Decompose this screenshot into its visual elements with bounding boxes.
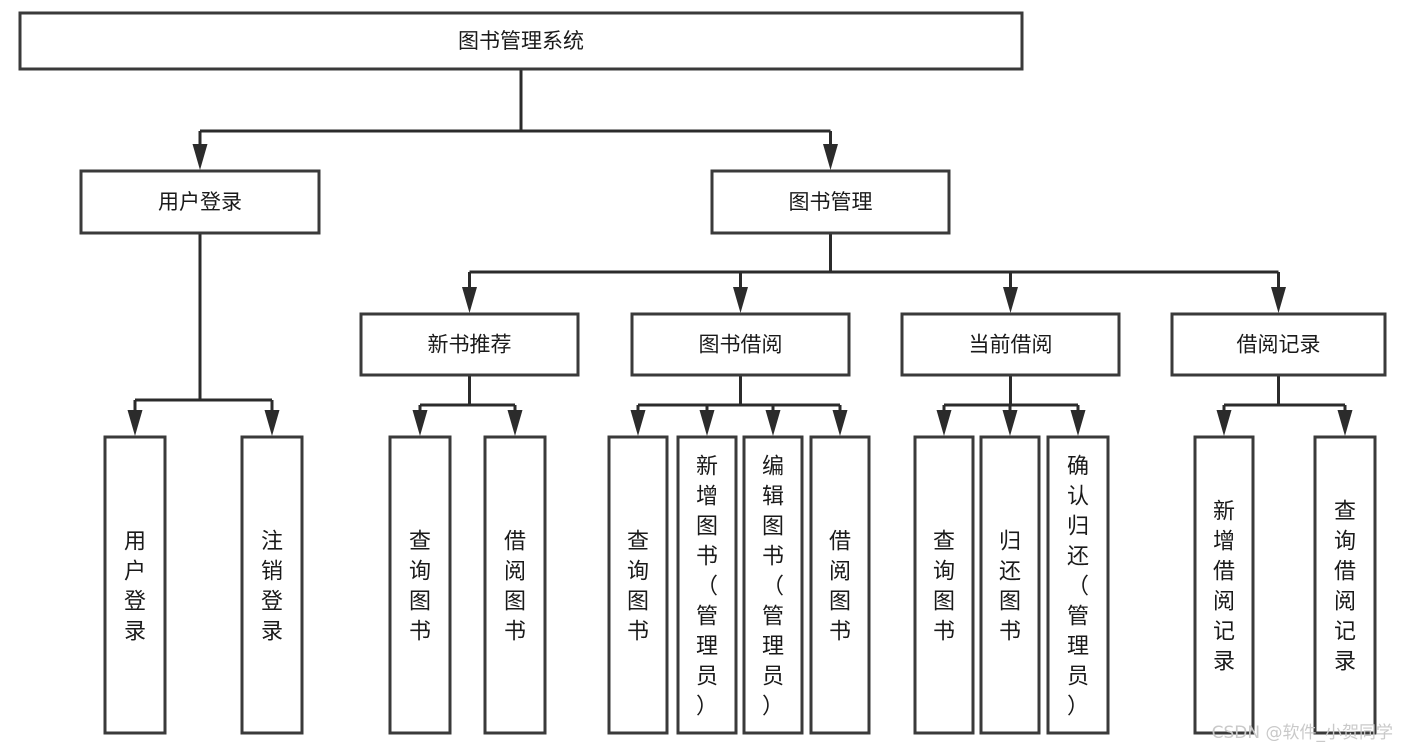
node-label-leaf-borrow-book-2: 借阅图书: [829, 529, 851, 644]
node-label-leaf-logout: 注销登录: [261, 529, 283, 644]
node-label-leaf-return-book: 归还图书: [999, 529, 1021, 644]
connector-group-book-borrow: [630, 375, 848, 436]
node-leaf-query-book-1[interactable]: 查询图书: [388, 435, 452, 735]
node-leaf-user-login[interactable]: 用户登录: [103, 435, 167, 735]
node-current-borrow[interactable]: 当前借阅: [900, 312, 1121, 377]
node-label-book-manage: 图书管理: [789, 190, 873, 214]
node-leaf-add-record[interactable]: 新增借阅记录: [1193, 435, 1255, 735]
node-label-leaf-user-login: 用户登录: [124, 529, 146, 644]
node-new-book-rec[interactable]: 新书推荐: [359, 312, 580, 377]
node-label-borrow-record: 借阅记录: [1237, 333, 1321, 357]
node-label-root: 图书管理系统: [458, 29, 584, 53]
node-leaf-borrow-book-1[interactable]: 借阅图书: [483, 435, 547, 735]
node-label-leaf-query-record: 查询借阅记录: [1334, 499, 1356, 674]
node-label-leaf-query-book-3: 查询图书: [933, 529, 955, 644]
connector-group-user-login: [127, 233, 280, 436]
connector-group-new-book-rec: [412, 375, 523, 436]
node-leaf-logout[interactable]: 注销登录: [240, 435, 304, 735]
node-root[interactable]: 图书管理系统: [18, 11, 1024, 71]
node-leaf-return-book[interactable]: 归还图书: [979, 435, 1041, 735]
node-label-leaf-query-book-2: 查询图书: [627, 529, 649, 644]
node-label-leaf-add-book: 新增图书（管理员）: [696, 454, 718, 719]
node-label-user-login: 用户登录: [158, 190, 242, 214]
node-leaf-edit-book[interactable]: 编辑图书（管理员）: [742, 435, 804, 735]
connector-group-current-borrow: [936, 375, 1086, 436]
node-label-leaf-query-book-1: 查询图书: [409, 529, 431, 644]
connector-group-book-manage: [462, 233, 1286, 313]
nodes-layer: 图书管理系统用户登录图书管理新书推荐图书借阅当前借阅借阅记录用户登录注销登录查询…: [18, 11, 1387, 735]
node-leaf-confirm-return[interactable]: 确认归还（管理员）: [1046, 435, 1110, 735]
node-book-manage[interactable]: 图书管理: [710, 169, 951, 235]
node-borrow-record[interactable]: 借阅记录: [1170, 312, 1387, 377]
node-leaf-query-record[interactable]: 查询借阅记录: [1313, 435, 1377, 735]
connectors-layer: [127, 69, 1353, 436]
node-leaf-add-book[interactable]: 新增图书（管理员）: [676, 435, 738, 735]
connector-group-root: [192, 69, 838, 170]
node-leaf-borrow-book-2[interactable]: 借阅图书: [809, 435, 871, 735]
node-label-leaf-borrow-book-1: 借阅图书: [504, 529, 526, 644]
node-book-borrow[interactable]: 图书借阅: [630, 312, 851, 377]
node-leaf-query-book-3[interactable]: 查询图书: [913, 435, 975, 735]
node-user-login[interactable]: 用户登录: [79, 169, 321, 235]
node-label-new-book-rec: 新书推荐: [428, 333, 512, 357]
node-label-current-borrow: 当前借阅: [969, 333, 1053, 357]
node-leaf-query-book-2[interactable]: 查询图书: [607, 435, 669, 735]
node-label-leaf-edit-book: 编辑图书（管理员）: [762, 454, 784, 719]
node-label-leaf-add-record: 新增借阅记录: [1213, 499, 1235, 674]
node-label-leaf-confirm-return: 确认归还（管理员）: [1067, 454, 1089, 719]
node-label-book-borrow: 图书借阅: [699, 333, 783, 357]
connector-group-borrow-record: [1216, 375, 1353, 436]
